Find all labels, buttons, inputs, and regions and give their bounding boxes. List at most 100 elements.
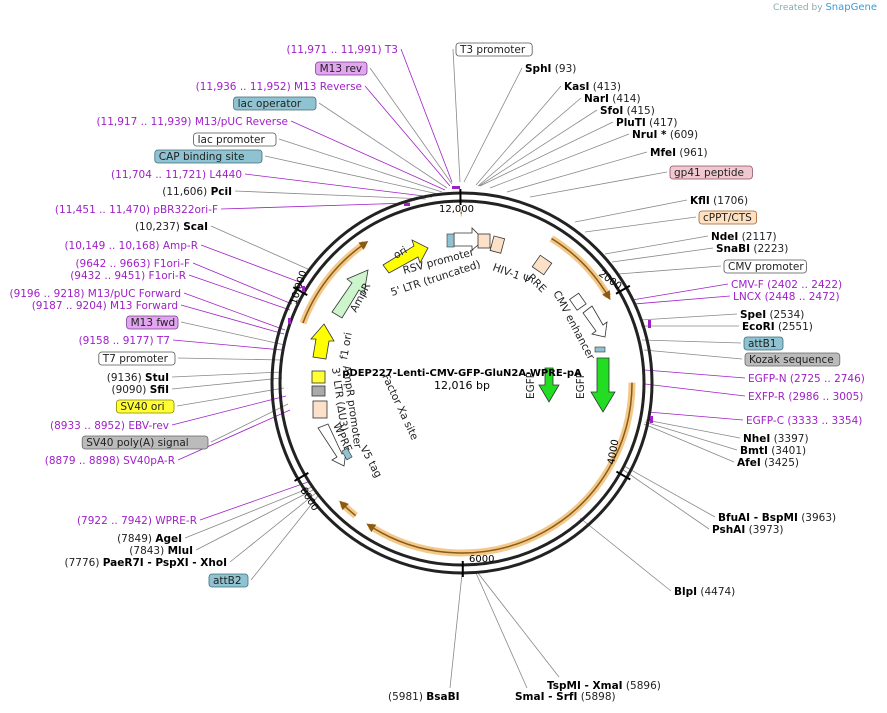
wpre-orf-arc[interactable] bbox=[339, 500, 357, 517]
right-label-nhei[interactable]: NheI (3397) bbox=[743, 433, 809, 445]
left-label-mlui[interactable]: (7843) MluI bbox=[129, 545, 193, 557]
left-label-sv40-poly-a-signal[interactable]: SV40 poly(A) signal bbox=[81, 435, 209, 450]
cppt-feature[interactable] bbox=[531, 254, 553, 276]
attb1-feature[interactable] bbox=[594, 346, 606, 353]
left-label-stui[interactable]: (9136) StuI bbox=[107, 372, 169, 384]
right-label-ndei[interactable]: NdeI (2117) bbox=[711, 231, 777, 243]
right-label-exfp-r[interactable]: EXFP-R (2986 .. 3005) bbox=[748, 391, 863, 403]
ori-feature[interactable] bbox=[382, 239, 429, 274]
cmv-enhancer-feature[interactable] bbox=[569, 292, 587, 311]
right-label-sphi[interactable]: SphI (93) bbox=[525, 63, 576, 75]
left-label-attb2[interactable]: attB2 bbox=[208, 573, 249, 588]
tick-label-6000: 6000 bbox=[469, 554, 494, 565]
bsabi-text: (5981) BsaBI bbox=[388, 691, 460, 703]
lac-operator-box bbox=[233, 96, 317, 111]
left-label-paer7i-pspxi-xhoi[interactable]: (7776) PaeR7I - PspXI - XhoI bbox=[65, 557, 228, 569]
right-label-nari[interactable]: NarI (414) bbox=[584, 93, 641, 105]
left-label-f1ori-r[interactable]: (9432 .. 9451) F1ori-R bbox=[70, 270, 186, 282]
right-label-lncx[interactable]: LNCX (2448 .. 2472) bbox=[733, 291, 840, 303]
rre-feature[interactable] bbox=[489, 235, 506, 254]
hiv-psi-feature[interactable] bbox=[477, 233, 491, 249]
t3-promoter-box-text: T3 promoter bbox=[459, 44, 526, 56]
glun2a-arc[interactable] bbox=[366, 382, 633, 554]
bmti-text: BmtI (3401) bbox=[740, 445, 806, 457]
cmv-f-text: CMV-F (2402 .. 2422) bbox=[731, 279, 842, 291]
ampr-orf-arc[interactable] bbox=[302, 241, 369, 324]
right-label-gp41-peptide[interactable]: gp41 peptide bbox=[669, 165, 753, 180]
left-label-ebv-rev[interactable]: (8933 .. 8952) EBV-rev bbox=[50, 420, 169, 432]
exfp-r-text: EXFP-R (2986 .. 3005) bbox=[748, 391, 863, 403]
bfuai-bspmi-text: BfuAI - BspMI (3963) bbox=[718, 512, 836, 524]
sv40-ori-feature[interactable] bbox=[311, 370, 326, 384]
left-label-m13-forward[interactable]: (9187 .. 9204) M13 Forward bbox=[32, 300, 178, 312]
scai-text: (10,237) ScaI bbox=[135, 221, 208, 233]
right-label-pluti[interactable]: PluTI (417) bbox=[616, 117, 677, 129]
cmv-promoter-feature[interactable] bbox=[582, 305, 608, 338]
left-label-t7[interactable]: (9158 .. 9177) T7 bbox=[79, 335, 170, 347]
wpre-feature[interactable] bbox=[317, 423, 347, 467]
cppt-cts-box-text: cPPT/CTS bbox=[703, 212, 752, 224]
left-label-cap-binding-site[interactable]: CAP binding site bbox=[154, 149, 263, 164]
ltr5-feature[interactable] bbox=[446, 233, 455, 248]
right-label-cmv-promoter[interactable]: CMV promoter bbox=[723, 259, 807, 274]
m13-reverse-text: (11,936 .. 11,952) M13 Reverse bbox=[196, 81, 362, 93]
left-label-t7-promoter[interactable]: T7 promoter bbox=[98, 351, 176, 366]
left-label-wpre-r[interactable]: (7922 .. 7942) WPRE-R bbox=[77, 515, 197, 527]
left-label-sv40pa-r[interactable]: (8879 .. 8898) SV40pA-R bbox=[45, 455, 175, 467]
left-label-t3[interactable]: (11,971 .. 11,991) T3 bbox=[287, 44, 398, 56]
right-label-cppt-cts[interactable]: cPPT/CTS bbox=[698, 210, 757, 225]
f1-ori-feature[interactable] bbox=[310, 323, 335, 360]
right-label-kfli[interactable]: KflI (1706) bbox=[690, 195, 748, 207]
right-label-afei[interactable]: AfeI (3425) bbox=[737, 457, 799, 469]
left-label-agei[interactable]: (7849) AgeI bbox=[117, 533, 182, 545]
left-label-m13-fwd[interactable]: M13 fwd bbox=[126, 315, 179, 330]
left-label-l4440[interactable]: (11,704 .. 11,721) L4440 bbox=[111, 169, 242, 181]
right-label-ecori[interactable]: EcoRI (2551) bbox=[742, 321, 813, 333]
left-label-m13-rev[interactable]: M13 rev bbox=[315, 61, 368, 76]
right-label-egfp-c[interactable]: EGFP-C (3333 .. 3354) bbox=[746, 415, 862, 427]
right-label-spei[interactable]: SpeI (2534) bbox=[740, 309, 804, 321]
left-label-sfii[interactable]: (9090) SfiI bbox=[111, 384, 169, 396]
primer-site-1 bbox=[404, 203, 410, 206]
left-label-m13-puc-reverse[interactable]: (11,917 .. 11,939) M13/pUC Reverse bbox=[96, 116, 288, 128]
left-label-pbr322ori-f[interactable]: (11,451 .. 11,470) pBR322ori-F bbox=[55, 204, 218, 216]
egfp-feature-inner[interactable] bbox=[538, 367, 560, 403]
right-label-bmti[interactable]: BmtI (3401) bbox=[740, 445, 806, 457]
egfp-n-text: EGFP-N (2725 .. 2746) bbox=[748, 373, 865, 385]
right-label-kozak-sequence[interactable]: Kozak sequence bbox=[744, 352, 841, 367]
bottom-label-bsabi[interactable]: (5981) BsaBI bbox=[388, 691, 460, 703]
f1ori-r-text: (9432 .. 9451) F1ori-R bbox=[70, 270, 186, 282]
right-label-mfei[interactable]: MfeI (961) bbox=[650, 147, 708, 159]
left-label-pcii[interactable]: (11,606) PciI bbox=[162, 186, 232, 198]
left-label-m13-puc-forward[interactable]: (9196 .. 9218) M13/pUC Forward bbox=[9, 288, 181, 300]
right-label-snabi[interactable]: SnaBI (2223) bbox=[716, 243, 788, 255]
m13-fwd-box-text: M13 fwd bbox=[131, 317, 176, 329]
right-label-pshai[interactable]: PshAI (3973) bbox=[712, 524, 784, 536]
right-label-nrui[interactable]: NruI * (609) bbox=[632, 129, 698, 141]
bottom-label-smai-srfi[interactable]: SmaI - SrfI (5898) bbox=[515, 691, 616, 703]
egfp-feature-outer[interactable] bbox=[590, 357, 616, 413]
sv40-polya-feature[interactable] bbox=[311, 385, 326, 397]
right-label-cmv-f[interactable]: CMV-F (2402 .. 2422) bbox=[731, 279, 842, 291]
right-label-kasi[interactable]: KasI (413) bbox=[564, 81, 621, 93]
lncx-text: LNCX (2448 .. 2472) bbox=[733, 291, 840, 303]
ampr-feature[interactable] bbox=[331, 269, 369, 319]
left-label-scai[interactable]: (10,237) ScaI bbox=[135, 221, 208, 233]
right-label-bfuai-bspmi[interactable]: BfuAI - BspMI (3963) bbox=[718, 512, 836, 524]
v5-tag-feature[interactable] bbox=[341, 447, 353, 461]
right-label-attb1[interactable]: attB1 bbox=[743, 336, 784, 351]
left-label-lac-promoter[interactable]: lac promoter bbox=[193, 132, 277, 147]
left-label-lac-operator[interactable]: lac operator bbox=[233, 96, 317, 111]
attb1-box-text: attB1 bbox=[748, 338, 777, 350]
bottom-label-tspmi-xmai[interactable]: TspMI - XmaI (5896) bbox=[547, 680, 661, 692]
ltr3-feature[interactable] bbox=[312, 400, 328, 419]
left-label-m13-reverse[interactable]: (11,936 .. 11,952) M13 Reverse bbox=[196, 81, 362, 93]
left-label-f1ori-f[interactable]: (9642 .. 9663) F1ori-F bbox=[75, 258, 190, 270]
right-label-egfp-n[interactable]: EGFP-N (2725 .. 2746) bbox=[748, 373, 865, 385]
right-label-sfoi[interactable]: SfoI (415) bbox=[600, 105, 655, 117]
gp41-arc[interactable] bbox=[551, 237, 611, 301]
right-label-t3-promoter[interactable]: T3 promoter bbox=[455, 42, 533, 57]
right-label-blpi[interactable]: BlpI (4474) bbox=[674, 586, 735, 598]
left-label-amp-r[interactable]: (10,149 .. 10,168) Amp-R bbox=[64, 240, 198, 252]
left-label-sv40-ori[interactable]: SV40 ori bbox=[116, 399, 175, 414]
